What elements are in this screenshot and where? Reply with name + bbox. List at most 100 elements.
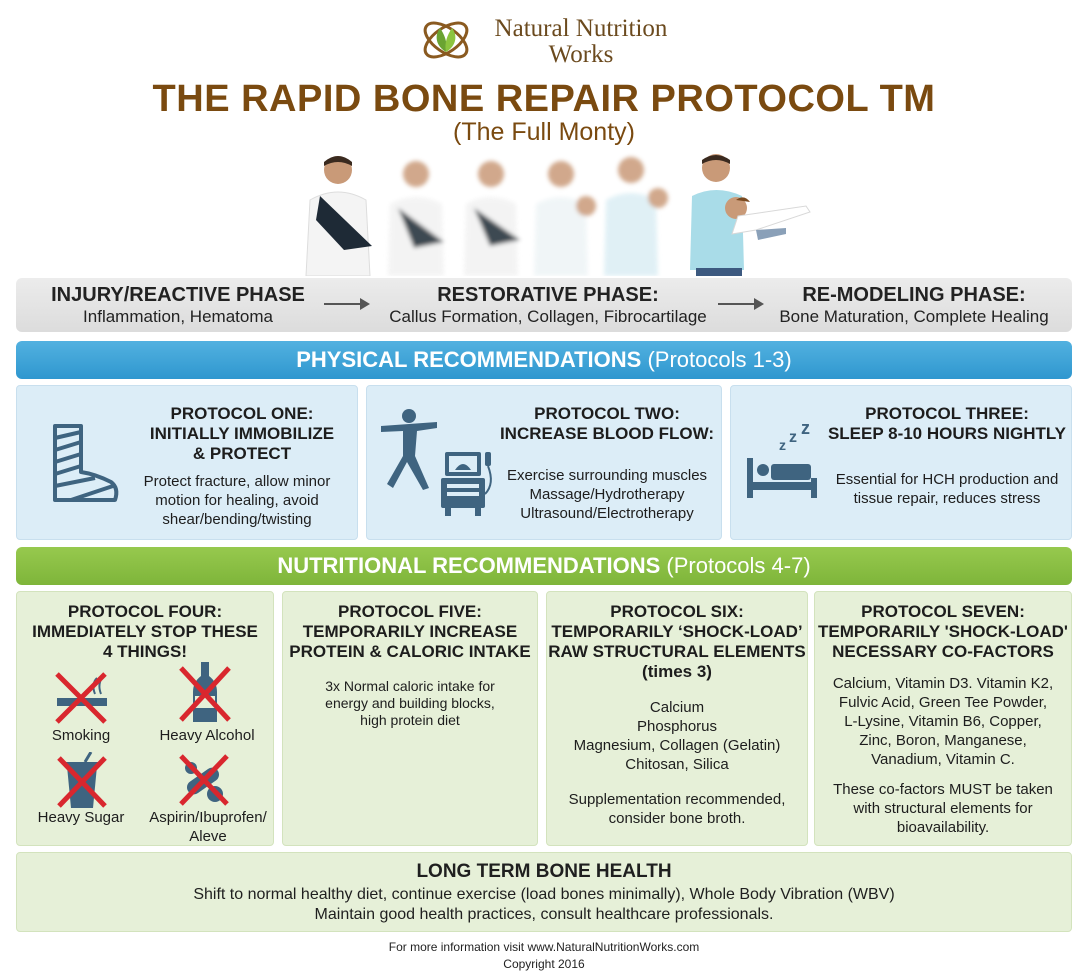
protocol-note: with structural elements for	[853, 800, 1033, 817]
svg-text:z: z	[789, 429, 797, 446]
protocol-text: Exercise surrounding muscles	[506, 467, 708, 484]
stop-item-label: Aleve	[189, 828, 227, 845]
page-title: THE RAPID BONE REPAIR PROTOCOL TM	[152, 78, 936, 120]
protocol-three-card: z z z PROTOCOL THREE: SLEEP 8-10 HOURS N…	[730, 385, 1072, 540]
protocol-title: SLEEP 8-10 HOURS NIGHTLY	[827, 424, 1067, 443]
stop-item-label: Heavy Sugar	[37, 809, 125, 826]
svg-text:z: z	[779, 437, 786, 453]
arrow-right-icon	[324, 298, 370, 310]
protocol-note: Supplementation recommended,	[568, 791, 786, 808]
banner-range: (Protocols 4-7)	[666, 553, 811, 578]
no-painkillers-icon	[179, 754, 229, 806]
protocol-one-card: PROTOCOL ONE: INITIALLY IMMOBILIZE & PRO…	[16, 385, 358, 540]
protocol-two-card: PROTOCOL TWO: INCREASE BLOOD FLOW: Exerc…	[366, 385, 722, 540]
protocol-text: shear/bending/twisting	[162, 511, 312, 528]
long-term-title: LONG TERM BONE HEALTH	[416, 861, 672, 882]
healing-phases-bar: INJURY/REACTIVE PHASE Inflammation, Hema…	[16, 278, 1072, 332]
brand-logo: Natural Nutrition Works	[418, 12, 678, 70]
phase-title: RE-MODELING PHASE:	[802, 284, 1026, 306]
protocol-title: PROTOCOL TWO:	[534, 404, 680, 423]
protocol-text: Massage/Hydrotherapy	[529, 486, 685, 503]
phase-injury: INJURY/REACTIVE PHASE Inflammation, Hema…	[36, 284, 320, 327]
protocol-note: These co-factors MUST be taken	[833, 781, 1053, 798]
protocol-text: L-Lysine, Vitamin B6, Copper,	[844, 713, 1042, 730]
protocol-text: Zinc, Boron, Manganese,	[859, 732, 1027, 749]
protocol-text: tissue repair, reduces stress	[853, 490, 1041, 507]
long-term-text: Shift to normal healthy diet, continue e…	[193, 886, 895, 903]
brand-line1: Natural Nutrition	[494, 15, 668, 42]
protocol-title: INCREASE BLOOD FLOW:	[499, 424, 715, 443]
sleep-bed-icon: z z z	[747, 422, 817, 498]
protocol-title: PROTOCOL FIVE:	[338, 602, 482, 621]
leaf-logo-icon	[423, 21, 469, 59]
person-lifting-child	[690, 154, 811, 276]
phase-title: INJURY/REACTIVE PHASE	[51, 284, 305, 306]
protocol-title: PROTOCOL THREE:	[865, 404, 1029, 423]
protocol-title: PROTOCOL SEVEN:	[861, 602, 1025, 621]
exercise-ultrasound-icon	[381, 409, 492, 516]
long-term-text: Maintain good health practices, consult …	[314, 906, 774, 923]
protocol-title: TEMPORARILY 'SHOCK-LOAD'	[818, 622, 1068, 641]
protocol-text: Chitosan, Silica	[625, 756, 729, 773]
protocol-text: Calcium	[649, 699, 705, 716]
protocol-seven-card: PROTOCOL SEVEN: TEMPORARILY 'SHOCK-LOAD'…	[814, 591, 1072, 846]
protocol-text: energy and building blocks,	[325, 695, 495, 711]
protocol-title: NECESSARY CO-FACTORS	[832, 642, 1054, 661]
no-sugar-icon	[57, 752, 107, 808]
no-alcohol-icon	[179, 662, 231, 722]
brand-name: Natural Nutrition Works	[476, 16, 686, 68]
banner-heading: PHYSICAL RECOMMENDATIONS	[296, 347, 642, 372]
protocol-five-card: PROTOCOL FIVE: TEMPORARILY INCREASE PROT…	[282, 591, 538, 846]
protocol-title: PROTOCOL ONE:	[170, 404, 314, 423]
phase-subtitle: Inflammation, Hematoma	[83, 307, 273, 326]
banner-range: (Protocols 1-3)	[647, 347, 792, 372]
protocol-title: RAW STRUCTURAL ELEMENTS	[548, 642, 806, 661]
physical-recommendations-banner: PHYSICAL RECOMMENDATIONS (Protocols 1-3)	[16, 341, 1072, 379]
stop-item-label: Heavy Alcohol	[159, 727, 255, 744]
protocol-title: TEMPORARILY INCREASE	[302, 622, 518, 641]
footer-website: For more information visit www.NaturalNu…	[388, 940, 700, 954]
protocol-text: motion for healing, avoid	[155, 492, 319, 509]
protocol-text: Vanadium, Vitamin C.	[871, 751, 1015, 768]
protocol-text: Essential for HCH production and	[835, 471, 1059, 488]
protocol-text: Fulvic Acid, Green Tee Powder,	[838, 694, 1048, 711]
protocol-title: INITIALLY IMMOBILIZE	[149, 424, 335, 443]
cast-foot-icon	[53, 424, 119, 502]
phase-subtitle: Bone Maturation, Complete Healing	[779, 307, 1049, 326]
phase-remodeling: RE-MODELING PHASE: Bone Maturation, Comp…	[770, 284, 1058, 327]
protocol-text: 3x Normal caloric intake for	[325, 678, 495, 694]
footer-copyright: Copyright 2016	[503, 957, 585, 971]
stop-item-label: Smoking	[51, 727, 111, 744]
protocol-title: TEMPORARILY ‘SHOCK-LOAD’	[551, 622, 803, 641]
protocol-title: & PROTECT	[192, 444, 292, 463]
no-smoking-icon	[55, 672, 107, 724]
blurred-progression-figures	[388, 157, 668, 276]
phase-subtitle: Callus Formation, Collagen, Fibrocartila…	[389, 307, 707, 326]
protocol-four-card: PROTOCOL FOUR: IMMEDIATELY STOP THESE 4 …	[16, 591, 274, 846]
protocol-text: Phosphorus	[636, 718, 718, 735]
protocol-title: PROTEIN & CALORIC INTAKE	[289, 642, 531, 661]
nutritional-recommendations-banner: NUTRITIONAL RECOMMENDATIONS (Protocols 4…	[16, 547, 1072, 585]
protocol-text: Calcium, Vitamin D3. Vitamin K2,	[832, 675, 1054, 692]
healing-progression-illustration	[305, 154, 811, 276]
protocol-title: (times 3)	[642, 662, 712, 681]
protocol-title: 4 THINGS!	[102, 642, 188, 661]
phase-restorative: RESTORATIVE PHASE: Callus Formation, Col…	[378, 284, 718, 327]
phase-title: RESTORATIVE PHASE:	[437, 284, 659, 306]
long-term-bone-health-box: LONG TERM BONE HEALTH Shift to normal he…	[16, 852, 1072, 932]
person-with-sling	[305, 156, 372, 276]
protocol-text: high protein diet	[360, 712, 460, 728]
banner-heading: NUTRITIONAL RECOMMENDATIONS	[277, 553, 661, 578]
protocol-note: bioavailability.	[896, 819, 990, 836]
protocol-title: IMMEDIATELY STOP THESE	[32, 622, 258, 641]
stop-item-label: Aspirin/Ibuprofen/	[149, 809, 267, 826]
protocol-six-card: PROTOCOL SIX: TEMPORARILY ‘SHOCK-LOAD’ R…	[546, 591, 808, 846]
page-subtitle: (The Full Monty)	[453, 118, 635, 146]
arrow-right-icon	[718, 298, 764, 310]
svg-text:z: z	[801, 422, 810, 438]
protocol-title: PROTOCOL FOUR:	[67, 602, 223, 621]
protocol-text: Protect fracture, allow minor	[143, 473, 331, 490]
protocol-text: Magnesium, Collagen (Gelatin)	[573, 737, 781, 754]
protocol-title: PROTOCOL SIX:	[610, 602, 744, 621]
brand-line2: Works	[548, 41, 614, 68]
